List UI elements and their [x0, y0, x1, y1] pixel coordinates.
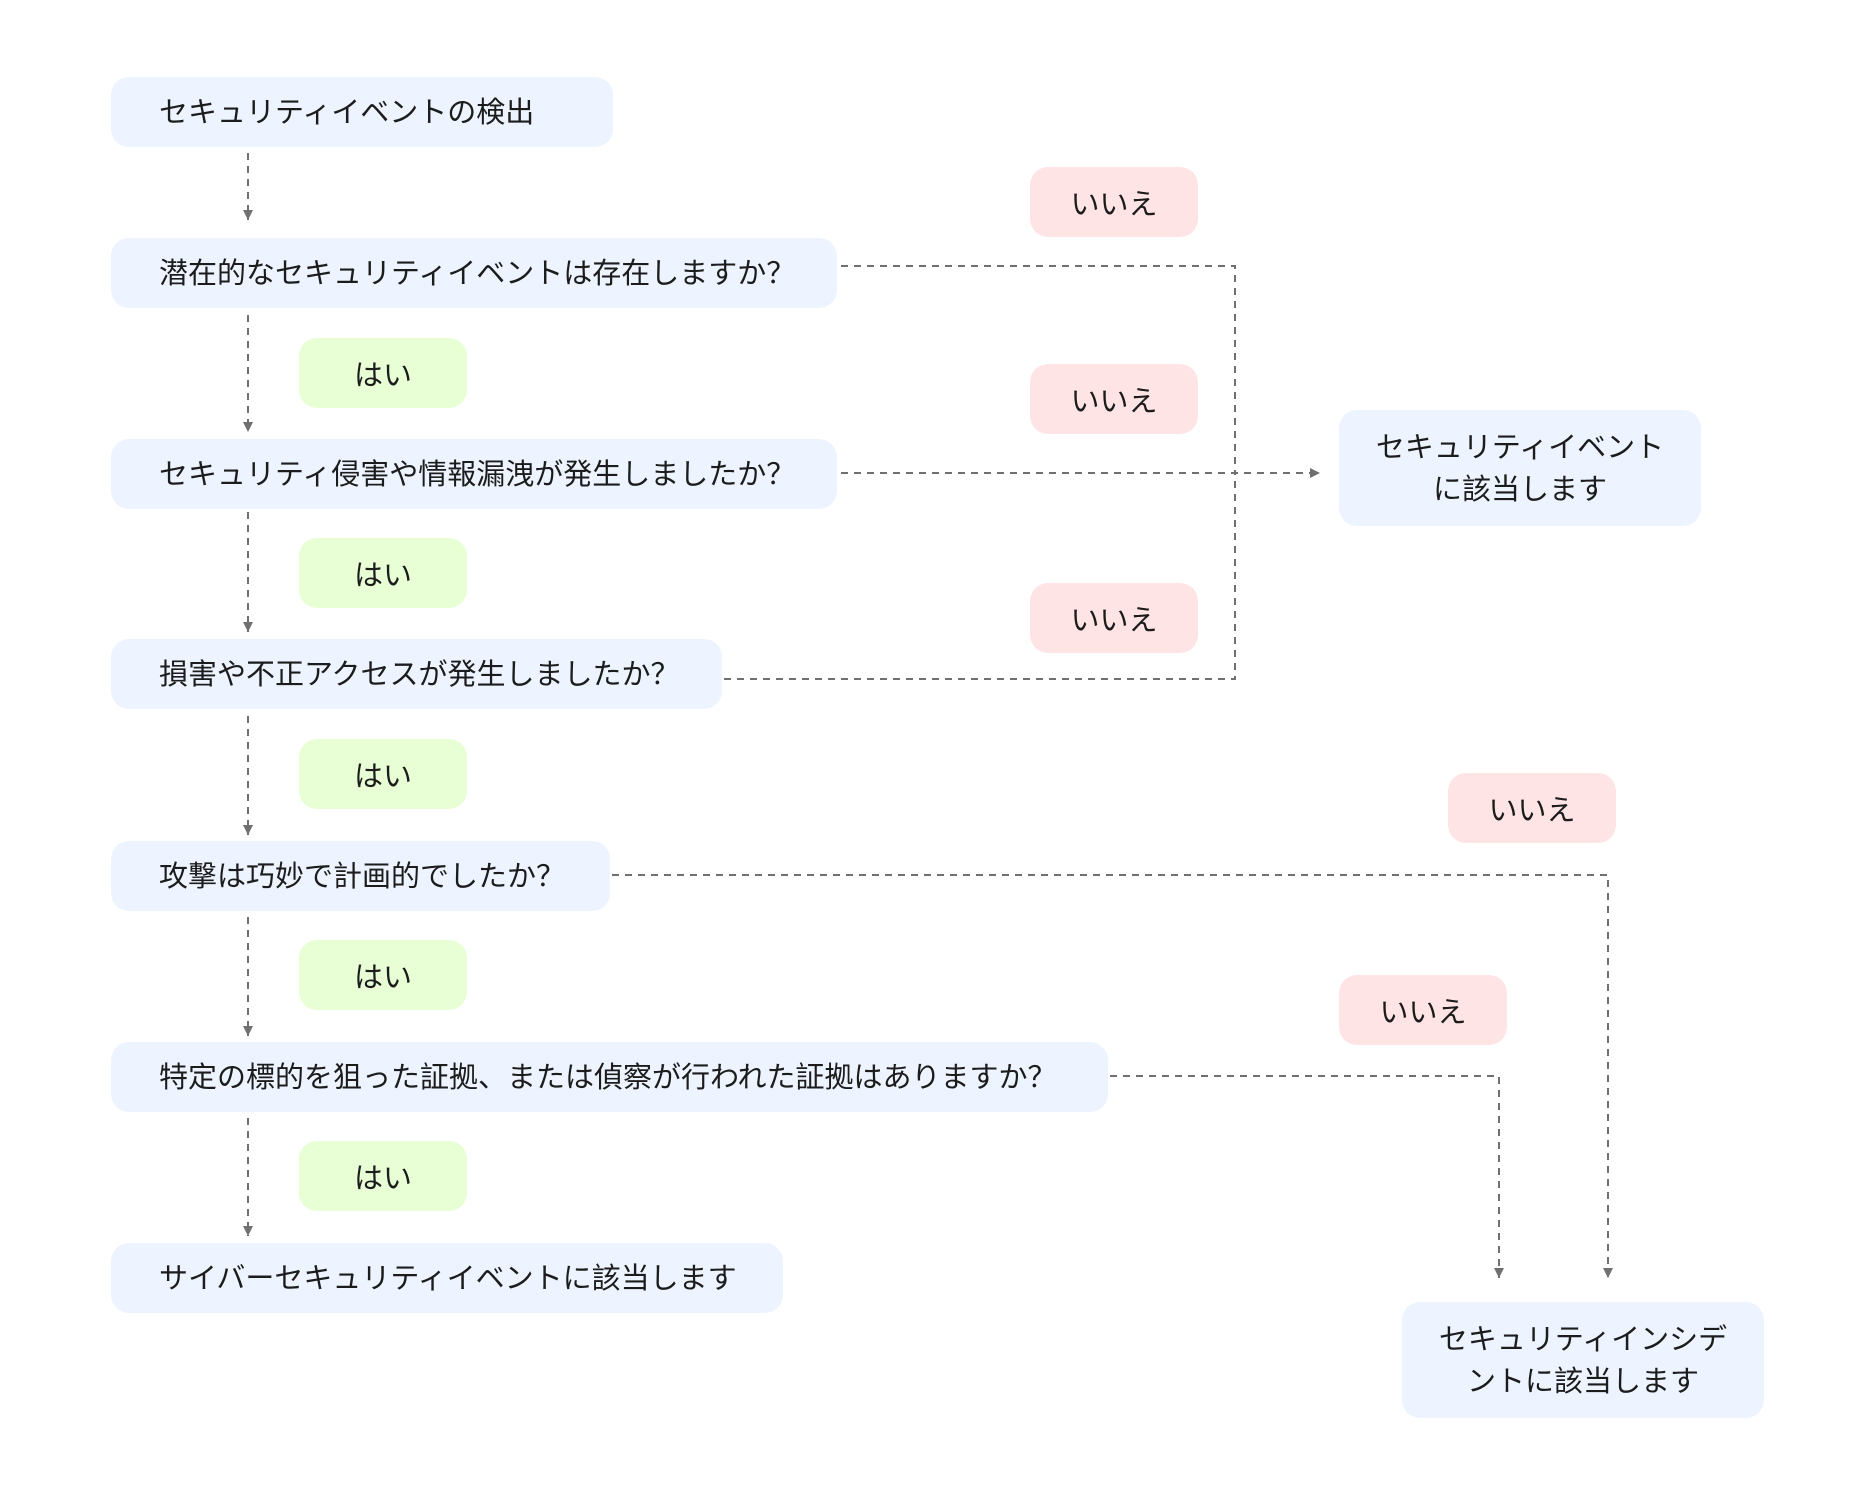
question-label-potential-event: 潜在的なセキュリティイベントは存在しますか？ [159, 255, 796, 290]
question-node-sophisticated-attack: 攻撃は巧妙で計画的でしたか？ [111, 841, 610, 911]
no-tag-label: いいえ [1070, 384, 1158, 418]
yes-tag-label: はい [353, 1161, 412, 1195]
result-node-security-event: セキュリティイベントに該当します [1339, 410, 1701, 526]
result-label-cybersecurity-event: サイバーセキュリティイベントに該当します [159, 1260, 737, 1295]
edge-q3-no [724, 473, 1236, 680]
yes-tag-label: はい [353, 960, 412, 994]
yes-tag-label: はい [353, 558, 412, 592]
question-label-breach: セキュリティ侵害や情報漏洩が発生しましたか？ [159, 456, 796, 491]
question-node-damage: 損害や不正アクセスが発生しましたか？ [111, 639, 722, 709]
edge-q4-to-incident-no [612, 874, 1613, 1278]
no-tag-label: いいえ [1379, 995, 1467, 1029]
no-tag-label: いいえ [1070, 187, 1158, 221]
no-tag-label: いいえ [1488, 793, 1576, 827]
yes-tag: はい [299, 940, 467, 1010]
yes-tag-label: はい [353, 358, 412, 392]
question-node-targeting-evidence: 特定の標的を狙った証拠、または偵察が行われた証拠はありますか？ [111, 1042, 1108, 1112]
edge-q1-no [841, 265, 1236, 473]
result-node-security-incident: セキュリティインシデントに該当します [1402, 1302, 1764, 1418]
edge-q5-to-incident-no [1110, 1075, 1504, 1278]
no-tag: いいえ [1339, 975, 1507, 1045]
no-tag-label: いいえ [1070, 603, 1158, 637]
start-node: セキュリティイベントの検出 [111, 77, 613, 147]
result-label-security-event: セキュリティイベントに該当します [1375, 429, 1665, 506]
result-node-cybersecurity-event: サイバーセキュリティイベントに該当します [111, 1243, 783, 1313]
question-node-breach: セキュリティ侵害や情報漏洩が発生しましたか？ [111, 439, 837, 509]
start-node-label: セキュリティイベントの検出 [159, 94, 535, 129]
no-tag: いいえ [1030, 167, 1198, 237]
no-tag: いいえ [1030, 583, 1198, 653]
yes-tag: はい [299, 338, 467, 408]
question-label-damage: 損害や不正アクセスが発生しましたか？ [159, 656, 680, 691]
question-label-targeting-evidence: 特定の標的を狙った証拠、または偵察が行われた証拠はありますか？ [159, 1059, 1057, 1094]
yes-tag-label: はい [353, 759, 412, 793]
result-label-security-incident: セキュリティインシデントに該当します [1438, 1321, 1728, 1398]
yes-tag: はい [299, 538, 467, 608]
yes-tag: はい [299, 1141, 467, 1211]
yes-tag: はい [299, 739, 467, 809]
question-label-sophisticated-attack: 攻撃は巧妙で計画的でしたか？ [159, 858, 566, 893]
question-node-potential-event: 潜在的なセキュリティイベントは存在しますか？ [111, 238, 837, 308]
no-tag: いいえ [1448, 773, 1616, 843]
no-tag: いいえ [1030, 364, 1198, 434]
